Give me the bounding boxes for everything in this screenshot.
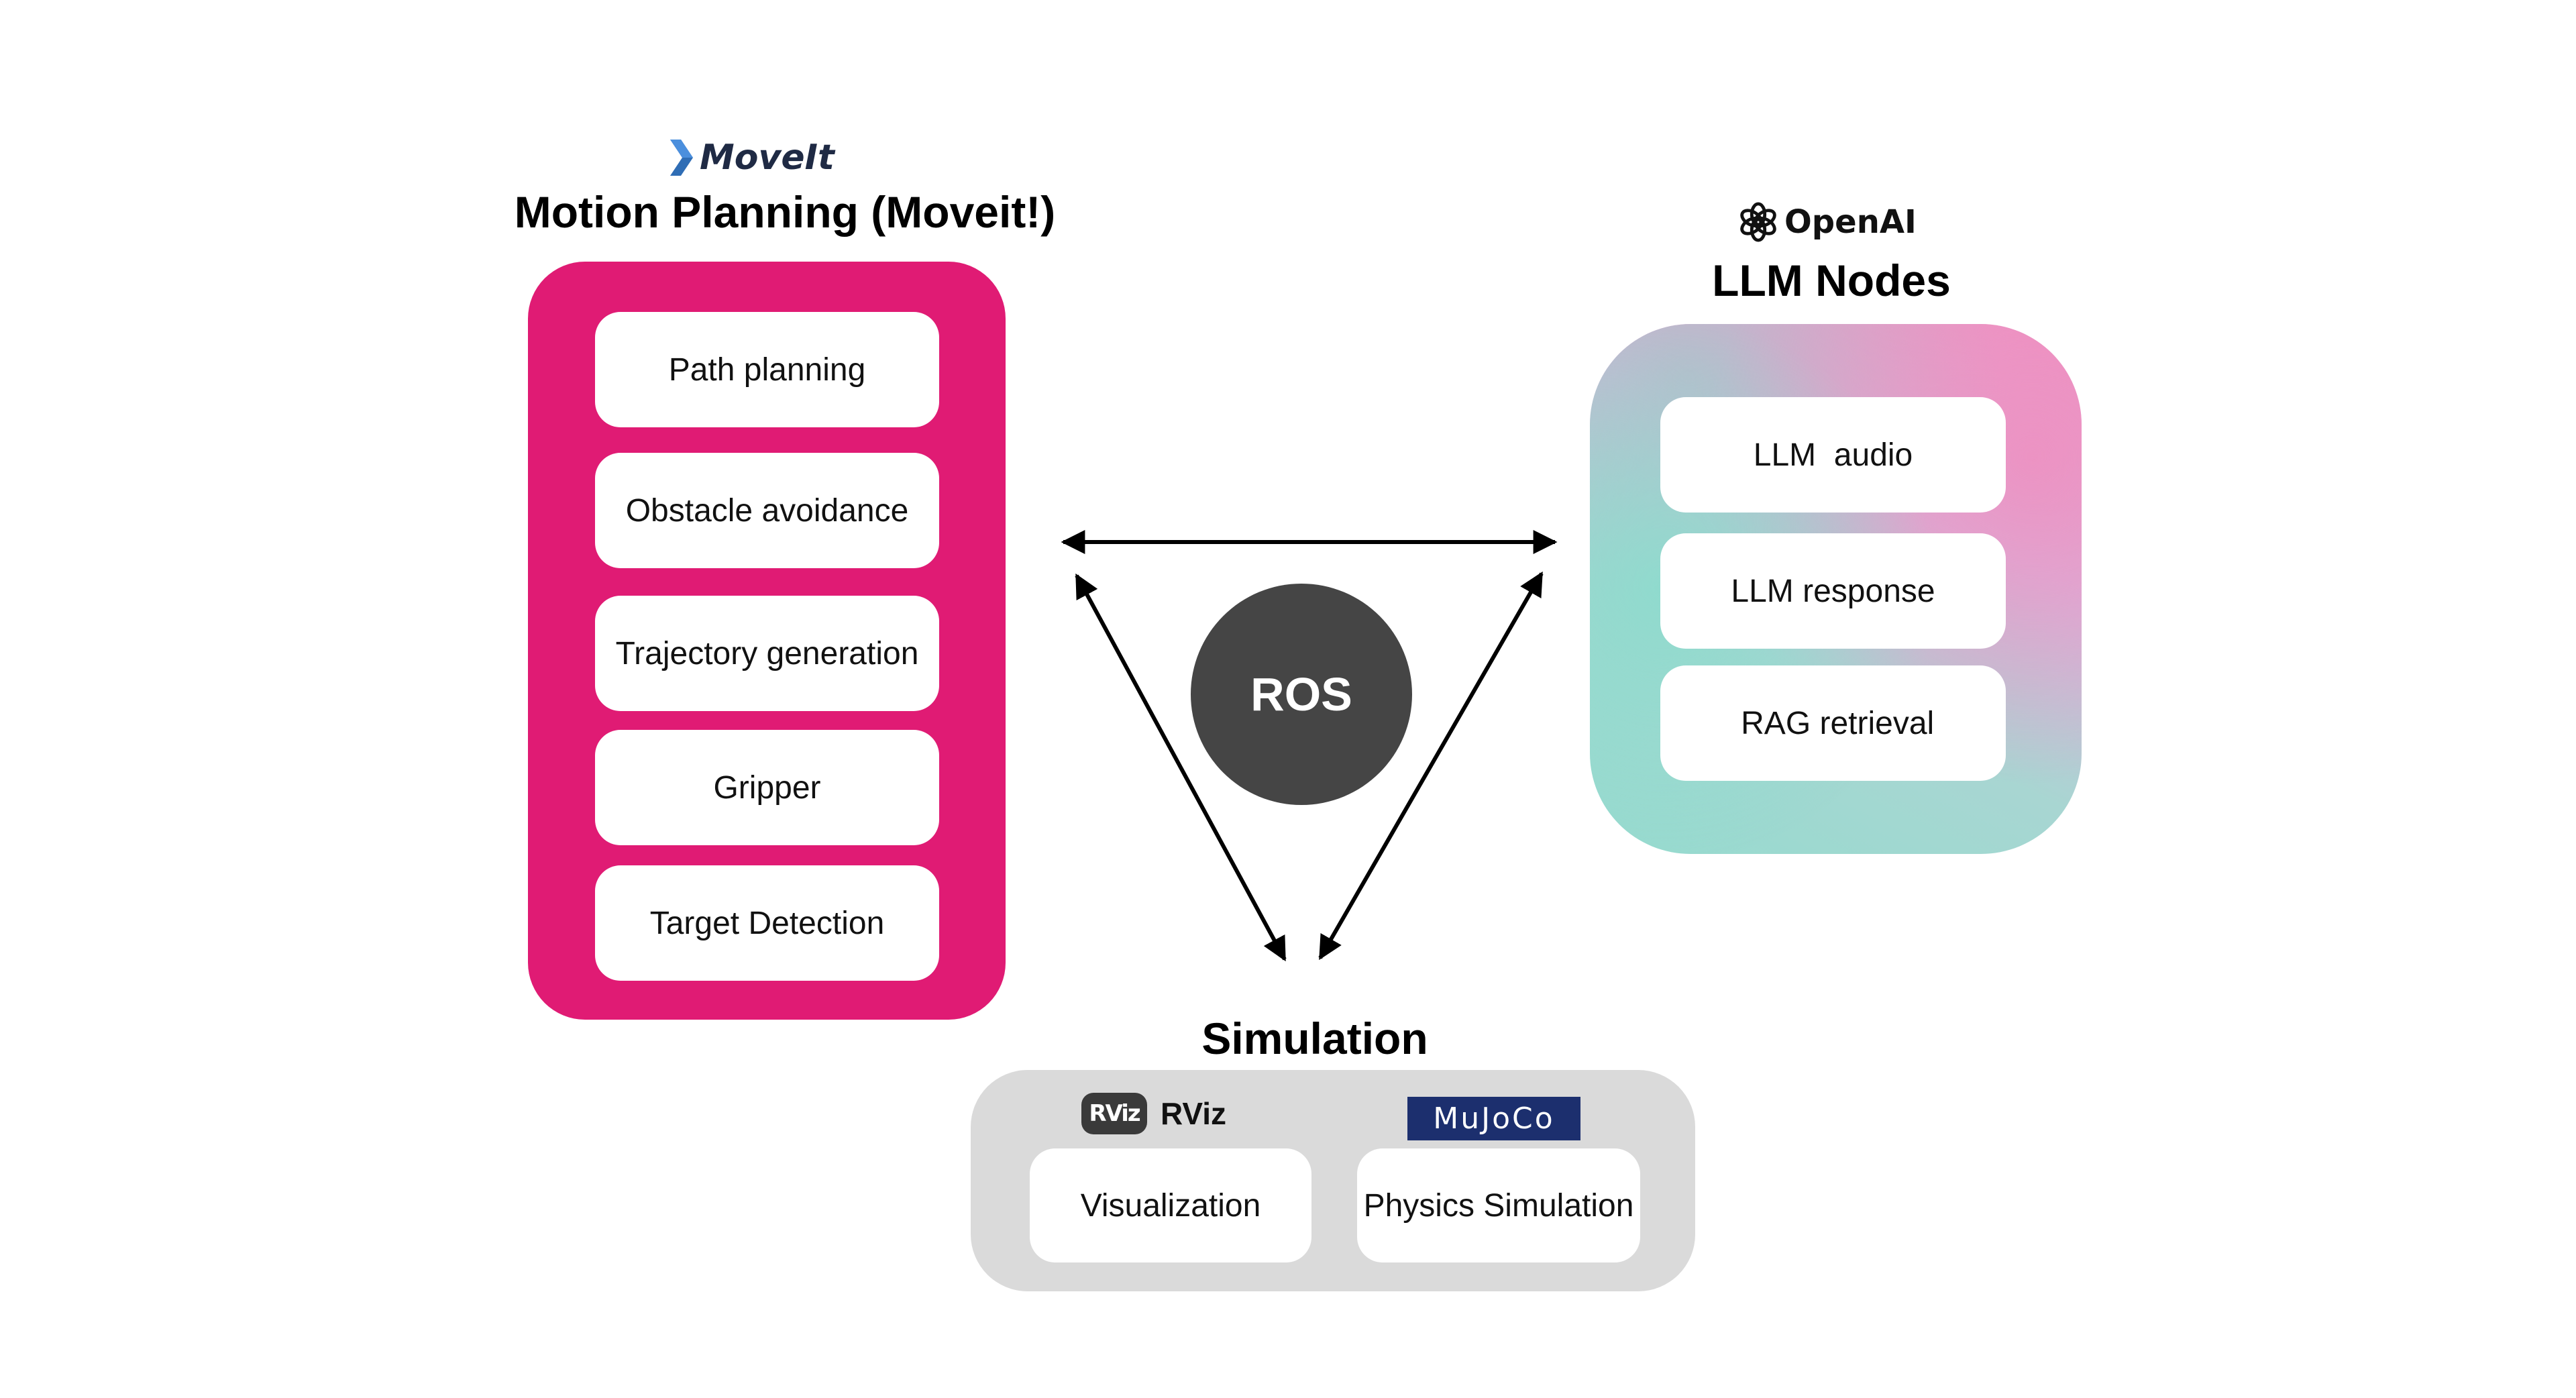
rviz-logo: RViz RViz bbox=[1081, 1090, 1249, 1137]
llm-audio-node[interactable]: LLM audio bbox=[1660, 397, 2006, 513]
gripper-node[interactable]: Gripper bbox=[595, 730, 939, 845]
arrow-motion-to-simulation bbox=[1075, 573, 1287, 962]
mujoco-logo: MuJoCo bbox=[1407, 1097, 1580, 1140]
physics-simulation-node[interactable]: Physics Simulation bbox=[1357, 1148, 1640, 1262]
arrow-llm-to-simulation bbox=[1318, 571, 1544, 961]
trajectory-generation-node[interactable]: Trajectory generation bbox=[595, 596, 939, 711]
rviz-label: RViz bbox=[1161, 1096, 1227, 1131]
moveit-logo-text: MoveIt bbox=[700, 138, 835, 178]
moveit-logo: MoveIt bbox=[667, 134, 869, 181]
obstacle-avoidance-node[interactable]: Obstacle avoidance bbox=[595, 453, 939, 568]
rviz-badge-icon: RViz bbox=[1081, 1093, 1147, 1134]
openai-knot-icon bbox=[1740, 202, 1776, 242]
llm-response-node[interactable]: LLM response bbox=[1660, 533, 2006, 649]
ros-hub[interactable]: ROS bbox=[1191, 584, 1412, 805]
motion-planning-title: Motion Planning (Moveit!) bbox=[514, 187, 1056, 237]
path-planning-node[interactable]: Path planning bbox=[595, 312, 939, 427]
chevron-right-icon bbox=[670, 140, 693, 176]
llm-nodes-title: LLM Nodes bbox=[1712, 256, 1951, 305]
simulation-title: Simulation bbox=[1201, 1014, 1428, 1063]
rag-retrieval-node[interactable]: RAG retrieval bbox=[1660, 665, 2006, 781]
openai-logo-text: OpenAI bbox=[1784, 203, 1917, 241]
openai-logo: OpenAI bbox=[1737, 198, 1939, 246]
visualization-node[interactable]: Visualization bbox=[1030, 1148, 1311, 1262]
target-detection-node[interactable]: Target Detection bbox=[595, 865, 939, 981]
